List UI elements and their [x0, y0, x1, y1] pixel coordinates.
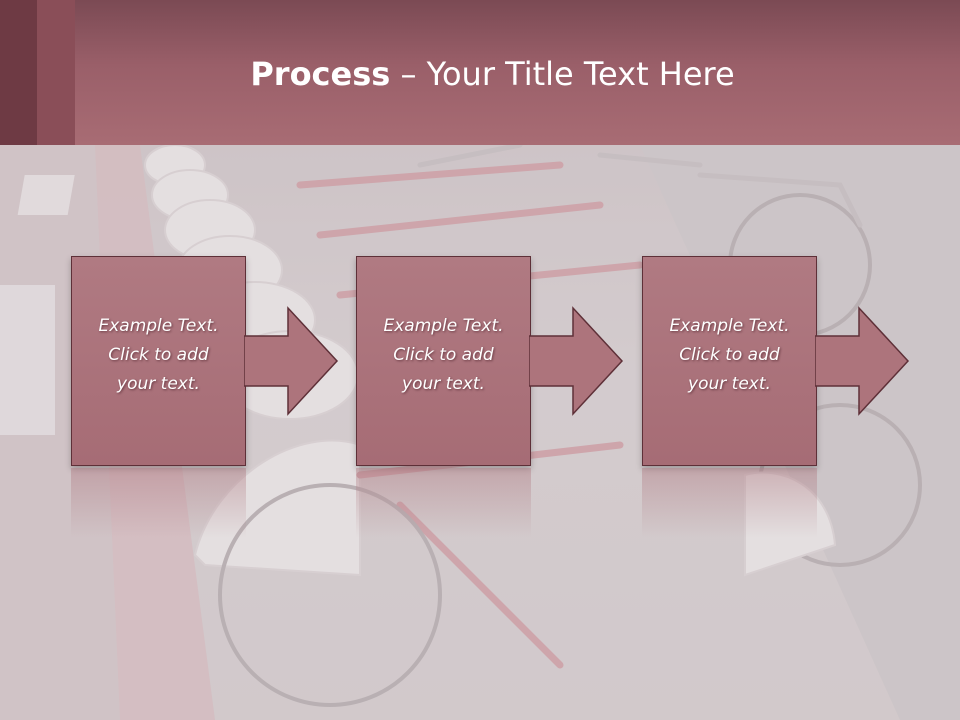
process-step-box[interactable]: Example Text. Click to add your text.	[356, 256, 531, 466]
arrow-right-icon	[529, 306, 624, 416]
process-step-reflection	[71, 468, 246, 538]
process-step-text: Example Text. Click to add your text.	[669, 316, 790, 394]
slide-title[interactable]: Process – Your Title Text Here	[0, 52, 960, 96]
arrow-right-icon	[244, 306, 339, 416]
process-step-box[interactable]: Example Text. Click to add your text.	[642, 256, 817, 466]
process-step-box[interactable]: Example Text. Click to add your text.	[71, 256, 246, 466]
header-accent-strip	[0, 0, 37, 145]
slide-title-bold: Process	[250, 55, 391, 93]
header-band: Process – Your Title Text Here	[0, 0, 960, 145]
arrow-right-icon	[815, 306, 910, 416]
process-step-reflection	[356, 468, 531, 538]
slide-title-rest: – Your Title Text Here	[390, 55, 735, 93]
process-step-reflection	[642, 468, 817, 538]
header-accent-strip	[37, 0, 75, 145]
process-step-text: Example Text. Click to add your text.	[98, 316, 219, 394]
process-step-text: Example Text. Click to add your text.	[383, 316, 504, 394]
